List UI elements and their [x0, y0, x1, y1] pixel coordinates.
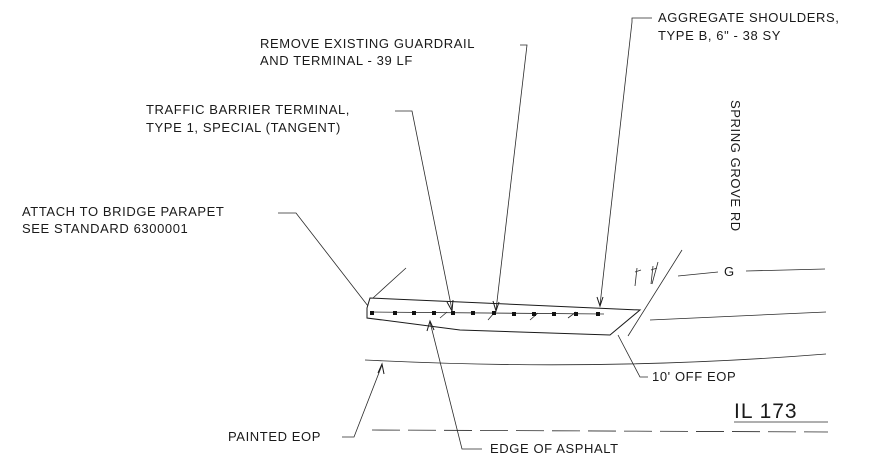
asphalt-hatch: [439, 311, 577, 321]
leader-traffic-barrier: [395, 110, 453, 311]
leader-attach-parapet: [278, 212, 369, 307]
label-aggregate-shoulders-2: TYPE B, 6" - 38 SY: [658, 28, 781, 43]
label-remove-guardrail-1: REMOVE EXISTING GUARDRAIL: [260, 36, 475, 51]
spring-grove-edge-west: [651, 261, 659, 285]
arrow-traffic-barrier: [446, 299, 454, 313]
arrow-aggregate-shoulders: [596, 296, 604, 308]
il173-dashed-line: [371, 429, 829, 433]
label-attach-parapet-1: ATTACH TO BRIDGE PARAPET: [22, 204, 224, 219]
leader-offset-eop: [617, 334, 648, 378]
leader-aggregate-shoulders: [599, 17, 652, 306]
arrow-edge-of-asphalt: [426, 319, 435, 332]
post: [451, 311, 455, 315]
gas-line-marker: G: [724, 264, 735, 279]
label-edge-of-asphalt: EDGE OF ASPHALT: [490, 441, 619, 456]
post: [471, 311, 475, 315]
label-offset-eop: 10' OFF EOP: [652, 369, 736, 384]
label-traffic-barrier-1: TRAFFIC BARRIER TERMINAL,: [146, 102, 350, 117]
arrow-painted-eop: [377, 362, 385, 375]
post: [552, 312, 556, 316]
label-painted-eop: PAINTED EOP: [228, 429, 321, 444]
label-remove-guardrail-2: AND TERMINAL - 39 LF: [260, 53, 413, 68]
row-line-east: [649, 311, 827, 321]
sign-post-1: [634, 267, 642, 287]
guardrail-line: [369, 311, 605, 315]
spring-grove-edge-east: [627, 249, 683, 337]
post: [574, 312, 578, 316]
post: [370, 311, 374, 315]
label-attach-parapet-2: SEE STANDARD 6300001: [22, 221, 188, 236]
gas-line-east: [745, 268, 826, 272]
road-name-spring-grove: SPRING GROVE RD: [728, 100, 743, 232]
arrow-remove-guardrail: [492, 300, 500, 313]
sign-post-2: [650, 265, 658, 285]
shoulder-outline: [366, 297, 642, 336]
painted-eop-line: [364, 353, 827, 366]
post: [432, 311, 436, 315]
post: [393, 311, 397, 315]
post: [512, 312, 516, 316]
post: [596, 312, 600, 316]
leader-edge-of-asphalt: [429, 321, 482, 450]
leader-painted-eop: [342, 364, 383, 438]
post: [492, 311, 496, 315]
leader-remove-guardrail: [495, 44, 528, 311]
bridge-approach-line: [372, 267, 407, 299]
guardrail-posts: [370, 311, 600, 316]
post: [532, 312, 536, 316]
label-aggregate-shoulders-1: AGGREGATE SHOULDERS,: [658, 10, 840, 25]
gas-line: [677, 271, 719, 277]
road-name-il173: IL 173: [734, 400, 798, 423]
label-traffic-barrier-2: TYPE 1, SPECIAL (TANGENT): [146, 120, 341, 135]
post: [412, 311, 416, 315]
